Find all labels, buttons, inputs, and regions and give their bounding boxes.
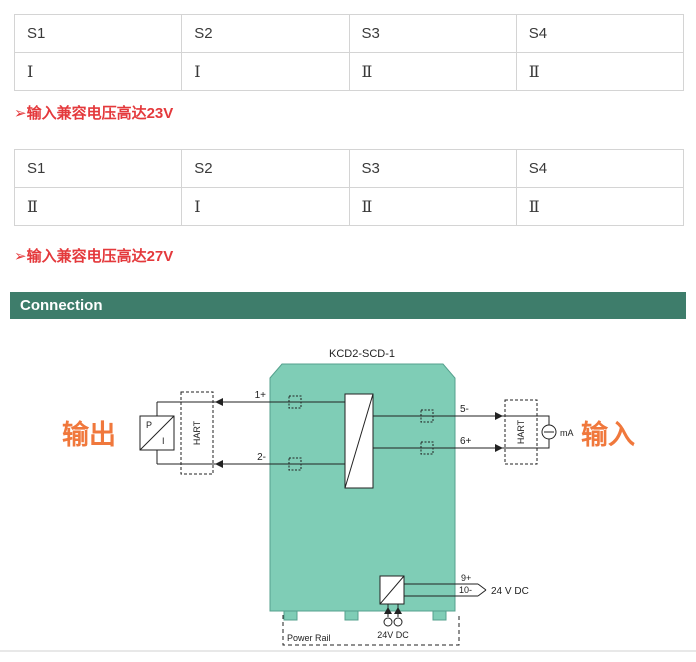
left-loop-wiring — [157, 395, 345, 471]
isolator-symbol — [344, 393, 374, 489]
table-value-row: Ⅱ Ⅰ Ⅱ Ⅱ — [13, 187, 685, 226]
value-cell-s1: Ⅱ — [13, 187, 183, 226]
section-header-connection: Connection — [10, 292, 686, 319]
terminal-10-label: 10- — [459, 585, 472, 595]
device-model-label: KCD2-SCD-1 — [329, 348, 395, 360]
hart-left-label: HART — [192, 420, 202, 445]
transmitter-p-label: P — [146, 420, 152, 430]
header-cell-s1: S1 — [13, 14, 183, 53]
power-rail-outline — [282, 615, 460, 646]
value-cell-s4: Ⅱ — [515, 52, 685, 91]
value-cell-s1: Ⅰ — [13, 52, 183, 91]
header-cell-s2: S2 — [181, 149, 350, 188]
value-cell-s2: Ⅰ — [181, 187, 350, 226]
transmitter-symbol — [139, 402, 175, 464]
terminal-9-label: 9+ — [461, 573, 471, 583]
output-label: 输出 — [62, 419, 116, 450]
supply-voltage-label: 24 V DC — [491, 586, 529, 597]
power-supply-symbol — [379, 575, 405, 605]
hart-right-label: HART — [516, 419, 526, 444]
voltage-table-23v: S1 S2 S3 S4 Ⅰ Ⅰ Ⅱ Ⅱ — [13, 14, 685, 91]
power-rail-contacts — [383, 604, 403, 627]
table-header-row: S1 S2 S3 S4 — [13, 14, 685, 53]
value-cell-s3: Ⅱ — [348, 187, 517, 226]
ma-meter-icon — [541, 424, 557, 440]
connection-diagram: KCD2-SCD-1 输出 P I HAR — [0, 327, 696, 662]
note-input-voltage-23v: ➢输入兼容电压高达23V — [14, 105, 174, 122]
voltage-table-27v: S1 S2 S3 S4 Ⅱ Ⅰ Ⅱ Ⅱ — [13, 149, 685, 226]
terminal-5-label: 5- — [460, 404, 469, 415]
terminal-1-label: 1+ — [255, 390, 267, 401]
header-cell-s3: S3 — [348, 149, 517, 188]
value-cell-s3: Ⅱ — [348, 52, 517, 91]
terminal-6-label: 6+ — [460, 436, 472, 447]
ma-meter-label: mA — [560, 428, 574, 438]
connection-diagram-svg: KCD2-SCD-1 输出 P I HAR — [0, 348, 696, 652]
right-loop-wiring — [373, 409, 550, 455]
hart-left-box — [180, 391, 214, 475]
value-cell-s2: Ⅰ — [181, 52, 350, 91]
transmitter-i-label: I — [162, 436, 165, 446]
hart-right-box — [504, 399, 538, 465]
table-value-row: Ⅰ Ⅰ Ⅱ Ⅱ — [13, 52, 685, 91]
input-label: 输入 — [581, 419, 635, 450]
rail-supply-voltage-label: 24V DC — [377, 630, 409, 640]
value-cell-s4: Ⅱ — [515, 187, 685, 226]
table-header-row: S1 S2 S3 S4 — [13, 149, 685, 188]
power-rail-label: Power Rail — [287, 633, 331, 643]
power-wiring — [404, 583, 487, 597]
header-cell-s3: S3 — [348, 14, 517, 53]
terminal-2-label: 2- — [257, 452, 266, 463]
header-cell-s4: S4 — [515, 149, 685, 188]
header-cell-s2: S2 — [181, 14, 350, 53]
header-cell-s4: S4 — [515, 14, 685, 53]
note-input-voltage-27v: ➢输入兼容电压高达27V — [14, 248, 174, 265]
header-cell-s1: S1 — [13, 149, 183, 188]
